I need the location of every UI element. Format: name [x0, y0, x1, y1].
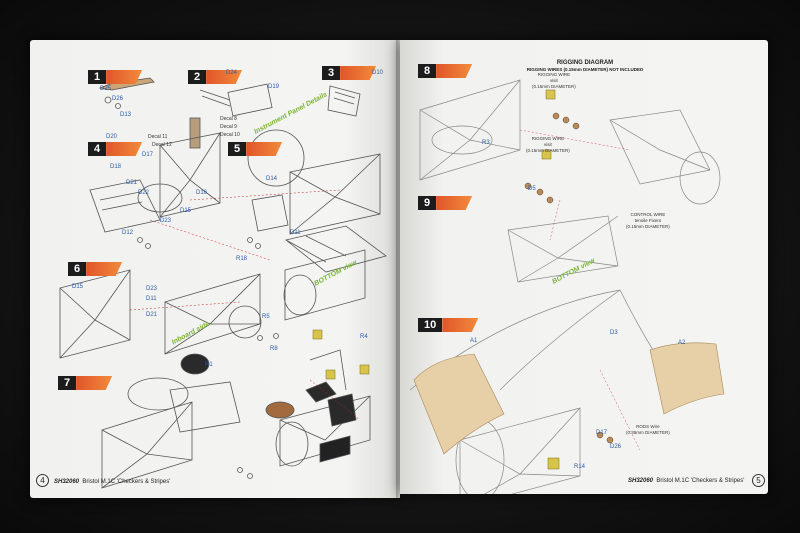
step-flag	[246, 142, 283, 156]
step-number: 2	[188, 70, 207, 84]
step-flag	[76, 376, 113, 390]
part-label: D23	[160, 218, 172, 224]
decal-label: Decal 9	[220, 124, 237, 130]
step-flag	[86, 262, 123, 276]
part-label: D20	[106, 134, 118, 140]
step-1: 1	[88, 70, 143, 84]
part-label: R14	[574, 464, 586, 470]
part-label: D23	[146, 286, 158, 292]
step-number: 6	[68, 262, 87, 276]
part-label: D22	[138, 190, 150, 196]
page-number: 4	[36, 474, 49, 487]
decal-label: Decal 10	[220, 132, 240, 138]
part-label: D3	[610, 330, 618, 336]
rigging-title: RIGGING DIAGRAM	[556, 60, 614, 66]
step-flag	[106, 142, 143, 156]
part-label: A1	[470, 338, 478, 344]
step-number: 9	[418, 196, 437, 210]
right-page-drawings	[409, 79, 725, 494]
step-flag	[436, 64, 473, 78]
part-label: D21	[146, 312, 158, 318]
decal-label: Decal 12	[152, 142, 172, 148]
step-flag	[206, 70, 243, 84]
part-label: D15	[72, 284, 84, 290]
part-label: D12	[122, 230, 134, 236]
part-label: D5	[528, 186, 536, 192]
instruction-page-left: 1 2 3 4 5 6 7 D25 D26 D13 D24 D19 D10 D2…	[30, 40, 400, 498]
footer: SH32060 Bristol M.1C 'Checkers & Stripes…	[54, 479, 170, 485]
part-label: D17	[596, 430, 608, 436]
part-label: R3	[482, 140, 490, 146]
decal-label: Decal 11	[148, 134, 168, 140]
part-label: R18	[236, 256, 248, 262]
decal-label: Decal 8	[220, 116, 237, 122]
part-label: D16	[196, 190, 208, 196]
footer-title: Bristol M.1C 'Checkers & Stripes'	[656, 478, 745, 484]
step-number: 3	[322, 66, 341, 80]
step-flag	[106, 70, 143, 84]
part-label: D15	[180, 208, 192, 214]
rods-wire-note: RODS Wire (0.35mm DIAMETER)	[626, 424, 670, 435]
rigging-note: RIGGING WIRE visit (0.15mm DIAMETER)	[526, 136, 570, 153]
part-label: D24	[226, 70, 238, 76]
footer-code: SH32060	[54, 479, 80, 485]
step-number: 10	[418, 318, 443, 332]
rigging-subtitle: RIGGING WIRES (0.15mm DIAMETER) NOT INCL…	[526, 67, 644, 72]
footer-code: SH32060	[628, 478, 654, 484]
part-label: D18	[110, 164, 122, 170]
part-label: D26	[112, 96, 124, 102]
step-flag	[436, 196, 473, 210]
part-label: R4	[360, 334, 368, 340]
step-number: 1	[88, 70, 107, 84]
part-label: D11	[146, 296, 157, 302]
step-flag	[340, 66, 377, 80]
page-number: 5	[752, 474, 765, 487]
part-label: R5	[262, 314, 270, 320]
part-label: D14	[266, 176, 278, 182]
part-label: D19	[268, 84, 280, 90]
footer-title: Bristol M.1C 'Checkers & Stripes'	[82, 479, 171, 485]
part-label: D13	[120, 112, 132, 118]
step-6: 6	[68, 262, 123, 276]
step-3: 3	[322, 66, 377, 80]
step-2: 2	[188, 70, 243, 84]
left-page-drawings	[59, 76, 387, 489]
step-7: 7	[58, 376, 113, 390]
part-label: D10	[372, 70, 384, 76]
part-label: D21	[126, 180, 138, 186]
part-label: R8	[270, 346, 278, 352]
step-10: 10	[418, 318, 479, 332]
part-label: D26	[610, 444, 622, 450]
step-9: 9	[418, 196, 473, 210]
step-4: 4	[88, 142, 143, 156]
part-label: R1	[205, 362, 213, 368]
footer: SH32060 Bristol M.1C 'Checkers & Stripes…	[628, 478, 744, 484]
step-number: 7	[58, 376, 77, 390]
step-5: 5	[228, 142, 283, 156]
part-label: D25	[100, 86, 112, 92]
step-number: 5	[228, 142, 247, 156]
instruction-page-right: RIGGING DIAGRAM RIGGING WIRES (0.15mm DI…	[400, 40, 768, 494]
step-number: 4	[88, 142, 107, 156]
step-number: 8	[418, 64, 437, 78]
step-flag	[442, 318, 479, 332]
control-wire-note: CONTROL WIRE tensile Fixers (0.15mm DIAM…	[626, 212, 670, 229]
part-label: D17	[142, 152, 154, 158]
rigging-note: RIGGING WIRE visit (0.15mm DIAMETER)	[532, 72, 576, 89]
step-8: 8	[418, 64, 473, 78]
part-label: D11	[290, 230, 301, 236]
part-label: A2	[678, 340, 686, 346]
